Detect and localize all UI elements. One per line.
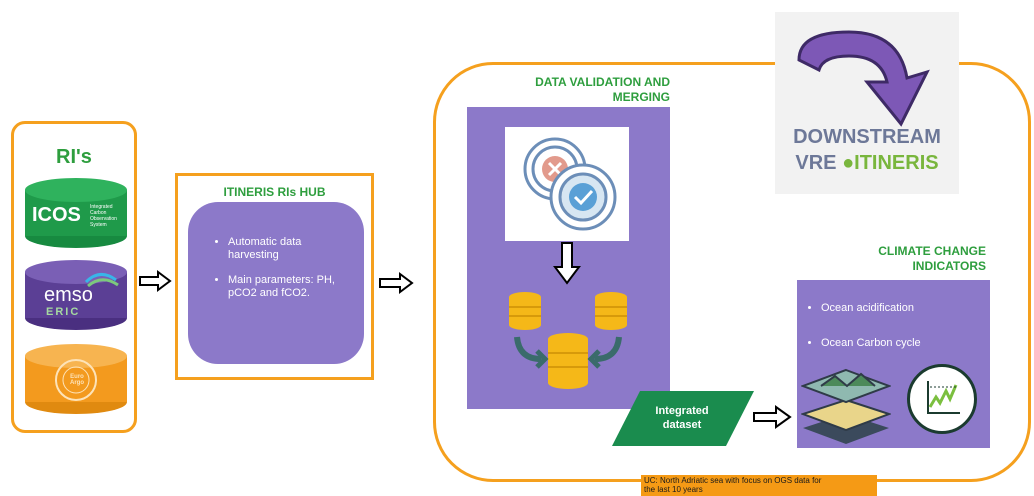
uc-line1: UC: North Adriatic sea with focus on OGS… — [644, 476, 822, 485]
climate-block: Ocean acidification Ocean Carbon cycle — [797, 280, 990, 448]
vre-label: VRE — [795, 152, 837, 174]
globe-icon: ● — [842, 152, 855, 174]
hub-title: ITINERIS RIs HUB — [223, 185, 326, 199]
climate-title: CLIMATE CHANGE INDICATORS — [790, 244, 986, 274]
hub-bullet: Main parameters: PH, pCO2 and fCO2. — [228, 274, 348, 300]
trend-chart-icon — [907, 364, 977, 434]
dataset-line1: Integrated — [655, 405, 709, 417]
curved-arrow-icon — [797, 30, 930, 127]
validation-title-line2: MERGING — [612, 90, 670, 104]
dataset-line2: dataset — [662, 419, 702, 431]
itineris-label: ITINERIS — [854, 152, 939, 174]
map-layers-icon — [801, 368, 891, 444]
uc-line2: the last 10 years — [644, 485, 703, 494]
validation-title-line1: DATA VALIDATION AND — [535, 75, 670, 89]
validation-title: DATA VALIDATION AND MERGING — [470, 75, 670, 105]
emso-logo: emso ERIC — [24, 258, 128, 332]
icos-name: ICOS — [32, 204, 81, 226]
ri-panel: RI's ICOS Integrated Carbon Observation … — [11, 121, 137, 433]
hub-panel: ITINERIS RIs HUB Automatic data harvesti… — [175, 173, 374, 380]
climate-bullet: Ocean Carbon cycle — [821, 337, 990, 350]
euro-argo-name: Euro Argo — [70, 374, 84, 386]
hub-bullet: Automatic data harvesting — [228, 236, 348, 262]
downstream-logo: DOWNSTREAM VRE ●ITINERIS — [775, 12, 959, 194]
validation-block — [467, 107, 670, 409]
icos-subtitle: Integrated Carbon Observation System — [90, 204, 117, 228]
emso-subtitle: ERIC — [46, 306, 81, 318]
icos-logo: ICOS Integrated Carbon Observation Syste… — [24, 176, 128, 250]
ri-title: RI's — [56, 146, 92, 168]
dataset-label: Integrated dataset — [632, 404, 732, 432]
hub-content: Automatic data harvesting Main parameter… — [188, 202, 364, 364]
climate-title-line1: CLIMATE CHANGE — [878, 244, 986, 258]
climate-bullet: Ocean acidification — [821, 302, 990, 315]
arrow-icon-1 — [139, 270, 172, 292]
arrow-icon-2 — [379, 272, 414, 294]
database-merge-icon — [509, 292, 627, 389]
validation-check-icon — [523, 137, 617, 231]
climate-bullets: Ocean acidification Ocean Carbon cycle — [797, 302, 990, 350]
validation-tile — [505, 127, 629, 241]
downstream-line2: VRE ●ITINERIS — [775, 152, 959, 175]
down-arrow-icon — [553, 242, 581, 285]
uc-banner: UC: North Adriatic sea with focus on OGS… — [641, 475, 877, 496]
hub-bullets: Automatic data harvesting Main parameter… — [188, 236, 348, 300]
climate-title-line2: INDICATORS — [912, 259, 986, 273]
emso-name: emso — [44, 284, 93, 306]
downstream-line1: DOWNSTREAM — [793, 126, 941, 148]
integrated-dataset: Integrated dataset — [612, 391, 754, 446]
euro-argo-logo: Euro Argo — [24, 342, 128, 416]
arrow-icon-3 — [753, 405, 792, 429]
